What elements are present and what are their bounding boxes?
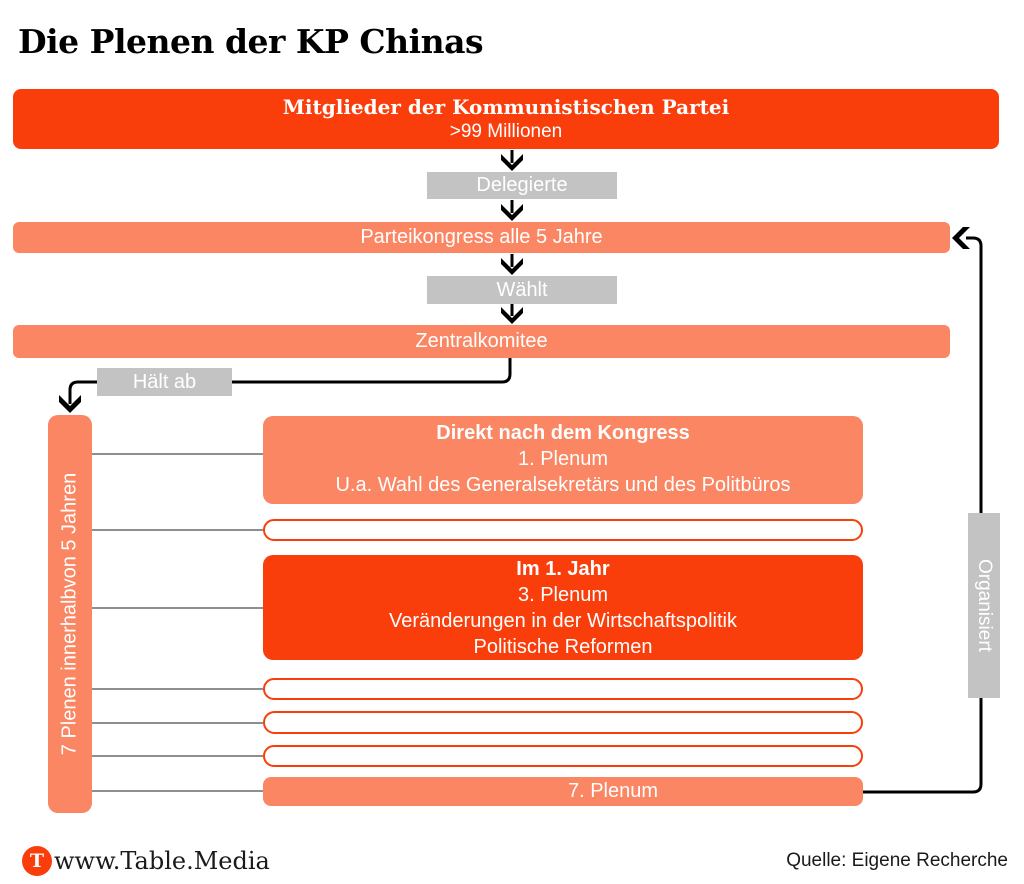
plenum-1-box: Direkt nach dem Kongress 1. Plenum U.a. …	[263, 416, 863, 504]
plenum-4-box	[263, 678, 863, 700]
plenum-6-box	[263, 745, 863, 767]
plenum-1-heading: Direkt nach dem Kongress	[436, 422, 690, 444]
site-url: www.Table.Media	[54, 847, 270, 875]
plenum-2-box	[263, 519, 863, 541]
arrow-down-icon	[501, 303, 523, 324]
plenum-7-name: 7. Plenum	[567, 780, 659, 802]
plenum-3-name: 3. Plenum	[517, 584, 609, 606]
plenum-7-box: 7. Plenum	[263, 777, 863, 806]
arrow-down-icon	[59, 395, 81, 413]
party-congress-bar: Parteikongress alle 5 Jahre	[13, 222, 950, 253]
plenum-3-heading: Im 1. Jahr	[516, 558, 610, 580]
arrow-down-icon	[501, 254, 523, 275]
plenum-period-bar: 7 Plenen innerhalbvon 5 Jahren	[48, 415, 92, 813]
source-credit: Quelle: Eigene Recherche	[786, 850, 1008, 871]
holds-label: Hält ab	[97, 368, 232, 396]
plenum-5-box	[263, 711, 863, 734]
page-title: Die Plenen der KP Chinas	[18, 22, 484, 61]
plenum-connector-lines	[92, 453, 263, 792]
arrow-down-icon	[501, 150, 523, 171]
elects-label: Wählt	[427, 276, 617, 304]
logo-letter: T	[29, 850, 45, 872]
arrow-left-icon	[952, 227, 970, 249]
plenum-3-desc: Veränderungen in der Wirtschaftspolitik	[389, 610, 737, 632]
plenum-1-desc: U.a. Wahl des Generalsekretärs und des P…	[335, 474, 791, 496]
delegates-label: Delegierte	[427, 172, 617, 199]
plenum-3-desc2: Politische Reformen	[473, 636, 653, 658]
organizes-label: Organisiert	[968, 513, 1000, 698]
table-media-logo: T	[22, 846, 52, 876]
feedback-loop-line	[863, 236, 983, 794]
plenum-1-name: 1. Plenum	[517, 448, 609, 470]
arrow-down-icon	[501, 200, 523, 221]
central-committee-bar: Zentralkomitee	[13, 325, 950, 358]
members-title: Mitglieder der Kommunistischen Partei	[282, 95, 730, 119]
plenum-period-label: 7 Plenen innerhalbvon 5 Jahren	[58, 472, 81, 756]
plenum-3-box: Im 1. Jahr 3. Plenum Veränderungen in de…	[263, 555, 863, 660]
members-box: Mitglieder der Kommunistischen Partei >9…	[13, 89, 999, 149]
members-count: >99 Millionen	[449, 121, 563, 142]
